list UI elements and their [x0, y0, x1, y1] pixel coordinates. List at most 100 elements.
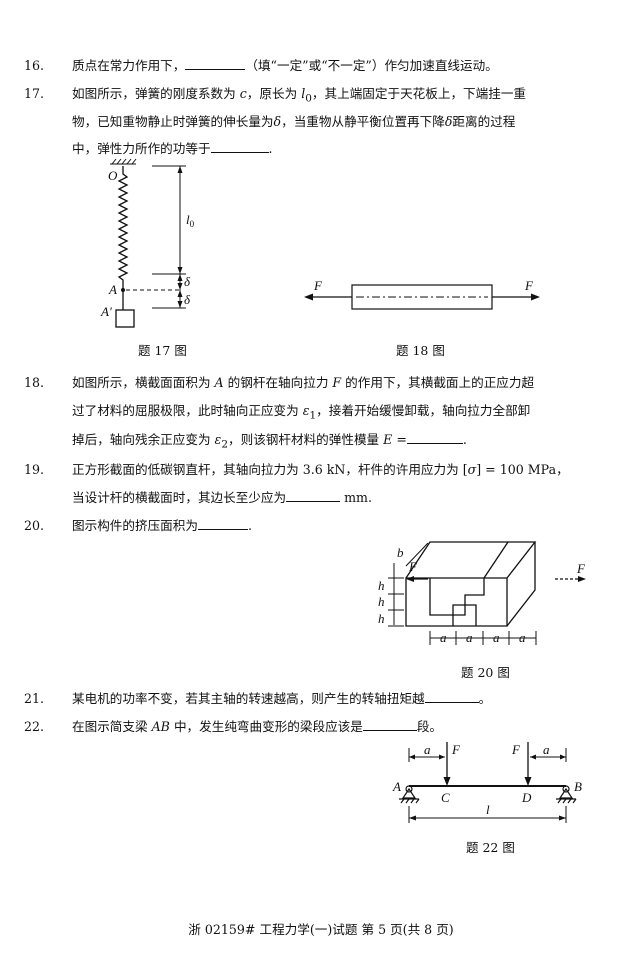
question-number: 16. — [24, 58, 45, 73]
figure-22-caption: 题 22 图 — [466, 840, 515, 855]
symbol: c — [239, 86, 247, 101]
symbol: A — [214, 375, 224, 390]
question-19: 19.正方形截面的低碳钢直杆，其轴向拉力为 3.6 kN，杆件的许用应力为 [σ… — [24, 459, 569, 478]
question-17: 17. 如图所示，弹簧的刚度系数为 c，原长为 l0，其上端固定于天花板上，下端挂… — [24, 83, 526, 105]
answer-blank[interactable] — [286, 501, 341, 502]
question-17-line-2: 物，已知重物静止时弹簧的伸长量为δ，当重物从静平衡位置再下降δ距离的过程 — [72, 111, 515, 130]
question-text: ，其上端固定于天花板上，下端挂一重 — [311, 86, 526, 101]
question-number: 19. — [24, 462, 45, 477]
arrowhead-F-left — [443, 777, 451, 786]
label-A: A — [392, 779, 401, 794]
question-text: 物，已知重物静止时弹簧的伸长量为 — [72, 114, 274, 129]
question-text: ，原长为 — [246, 86, 302, 101]
answer-blank[interactable] — [362, 730, 417, 731]
answer-blank[interactable] — [406, 443, 463, 444]
subscript: 2 — [221, 438, 228, 451]
question-21: 21.某电机的功率不变，若其主轴的转速越高，则产生的转轴扭矩越。 — [24, 688, 491, 707]
label-F-left: F — [408, 559, 418, 574]
label-delta-2: δ — [184, 292, 191, 307]
answer-blank[interactable] — [197, 529, 248, 530]
symbol: ε — [302, 403, 310, 418]
figure-17: O A A′ l0 δ δ — [100, 158, 195, 328]
question-text: 图示构件的挤压面积为 — [72, 518, 198, 533]
question-22: 22.在图示简支梁 AB 中，发生纯弯曲变形的梁段应该是段。 — [24, 716, 442, 735]
label-h-2: h — [378, 594, 385, 609]
label-a-1: a — [440, 630, 447, 645]
support-A — [399, 785, 420, 804]
label-l: l — [486, 802, 490, 817]
question-16: 16. 质点在常力作用下， （填“一定”或“不一定”）作匀加速直线运动。 — [24, 55, 498, 74]
dim-arrows — [177, 166, 183, 308]
label-A-prime: A′ — [100, 304, 112, 319]
label-h-3: h — [378, 611, 385, 626]
label-O: O — [108, 168, 118, 183]
label-a-2: a — [466, 630, 473, 645]
symbol: δ — [273, 114, 282, 129]
dim-b — [405, 542, 429, 567]
question-text: （填“一定”或“不一定”）作匀加速直线运动。 — [245, 58, 498, 73]
subscript: 0 — [305, 92, 312, 105]
front-face — [405, 577, 508, 627]
symbol: E — [383, 432, 393, 447]
label-delta-1: δ — [184, 274, 191, 289]
symbol: δ — [444, 114, 453, 129]
label-C: C — [441, 790, 450, 805]
question-text: . — [247, 518, 252, 533]
question-text: 掉后，轴向残余正应变为 — [72, 432, 215, 447]
symbol: σ — [467, 462, 477, 477]
question-18-line-2: 过了材料的屈服极限，此时轴向正应变为 ε1，接着开始缓慢卸载，轴向拉力全部卸 — [72, 400, 530, 422]
label-D: D — [521, 790, 532, 805]
label-A: A — [108, 282, 117, 297]
question-text: 当设计杆的横截面时，其边长至少应为 — [72, 490, 287, 505]
figure-20-caption: 题 20 图 — [461, 665, 510, 680]
question-18: 18.如图所示，横截面面积为 A 的钢杆在轴向拉力 F 的作用下，其横截面上的正… — [24, 372, 534, 391]
symbol: l — [301, 86, 306, 101]
label-F-left: F — [313, 278, 323, 293]
support-B — [556, 785, 577, 804]
symbol: F — [332, 375, 342, 390]
question-text: 中，弹性力所作的功等于 — [72, 141, 211, 156]
weight-block — [115, 309, 135, 328]
page-footer: 浙 02159# 工程力学(一)试题 第 5 页(共 8 页) — [188, 922, 454, 937]
figure-22: a a F F A B C D l — [392, 742, 582, 823]
answer-blank[interactable] — [210, 152, 269, 153]
question-text: 如图所示，横截面面积为 — [72, 375, 215, 390]
figure-18-caption: 题 18 图 — [396, 343, 445, 358]
question-number: 22. — [24, 719, 45, 734]
ceiling-hatch — [110, 158, 137, 165]
point-A — [121, 288, 125, 292]
question-text: . — [462, 432, 467, 447]
figure-20: b h h h F F a a a a — [378, 541, 586, 645]
symbol: ε — [214, 432, 222, 447]
figure-17-caption: 题 17 图 — [138, 343, 187, 358]
question-text: 。 — [478, 691, 492, 706]
question-text: 中，发生纯弯曲变形的梁段应该是 — [169, 719, 363, 734]
inner-slot — [452, 604, 477, 626]
label-a-left: a — [424, 742, 431, 757]
question-17-line-3: 中，弹性力所作的功等于. — [72, 138, 273, 157]
question-number: 20. — [24, 518, 45, 533]
answer-blank[interactable] — [424, 702, 479, 703]
question-19-line-2: 当设计杆的横截面时，其边长至少应为 mm. — [72, 487, 372, 506]
question-text: . — [268, 141, 273, 156]
label-l0: l0 — [186, 212, 195, 229]
question-18-line-3: 掉后，轴向残余正应变为 ε2，则该钢杆材料的弹性模量 E =. — [72, 429, 467, 451]
top-face — [405, 541, 537, 579]
label-b: b — [397, 545, 404, 560]
label-a-4: a — [519, 630, 526, 645]
question-text: ] = 100 MPa， — [476, 462, 569, 477]
question-text: 某电机的功率不变，若其主轴的转速越高，则产生的转轴扭矩越 — [72, 691, 425, 706]
question-text: ，接着开始缓慢卸载，轴向拉力全部卸 — [316, 403, 531, 418]
question-number: 17. — [24, 86, 45, 101]
answer-blank[interactable] — [185, 69, 246, 70]
question-text: 过了材料的屈服极限，此时轴向正应变为 — [72, 403, 303, 418]
label-F-left: F — [451, 742, 461, 757]
arrowhead-F-right — [524, 777, 532, 786]
question-text: 质点在常力作用下， — [72, 58, 186, 73]
question-text: 的钢杆在轴向拉力 — [223, 375, 333, 390]
question-text: 如图所示，弹簧的刚度系数为 — [72, 86, 240, 101]
question-text: 段。 — [416, 719, 443, 734]
label-F-right: F — [524, 278, 534, 293]
question-number: 18. — [24, 375, 45, 390]
spring — [117, 166, 129, 310]
